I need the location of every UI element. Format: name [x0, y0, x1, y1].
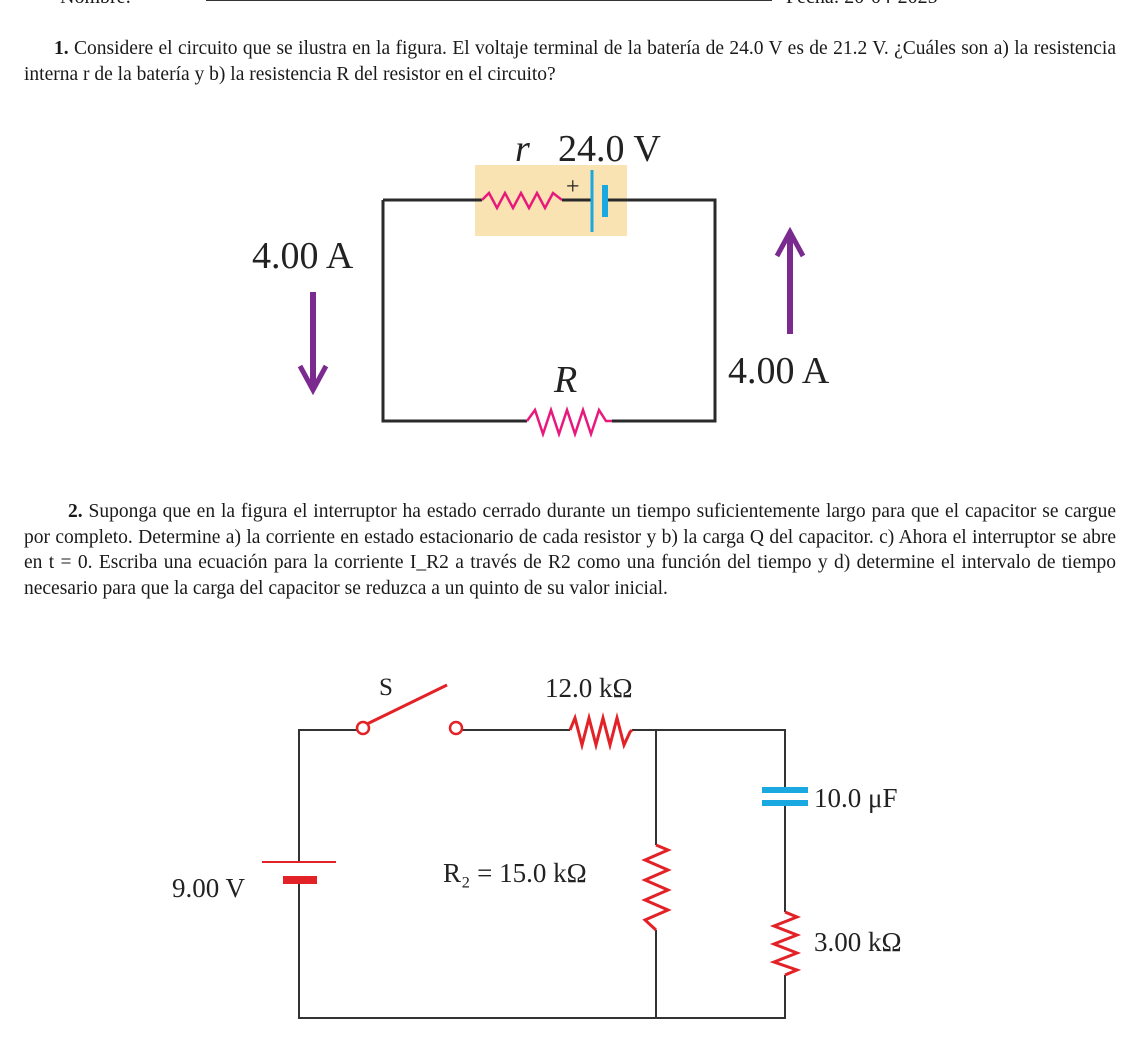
resistor-3k: [769, 910, 802, 977]
arrow-up-icon: [774, 226, 806, 334]
label-current-right: 4.00 A: [728, 350, 830, 392]
wire: [608, 198, 717, 423]
problem-1: 1. Considere el circuito que se ilustra …: [24, 36, 1116, 87]
arrow-down-icon: [297, 292, 329, 396]
date-label: Fecha: 20-04-2025: [786, 0, 938, 9]
resistor-12k: [568, 712, 634, 751]
label-emf: 24.0 V: [558, 128, 661, 170]
problem-2: 2. Suponga que en la figura el interrupt…: [24, 499, 1116, 601]
label-capacitor: 10.0 μF: [814, 783, 898, 813]
problem-2-text: Suponga que en la figura el interruptor …: [24, 501, 1117, 599]
wire: [381, 200, 527, 423]
problem-2-number: 2.: [68, 501, 83, 522]
resistor-R: [525, 406, 612, 438]
resistor-R2: [641, 843, 672, 932]
problem-1-text: Considere el circuito que se ilustra en …: [24, 38, 1117, 85]
label-r2: R₂ = 15.0 kΩ: [443, 858, 587, 888]
label-battery: 9.00 V: [172, 873, 246, 903]
figure-circuit-1: r 24.0 V + 4.00 A 4.00 A R: [252, 128, 830, 438]
name-label: Nombre:: [60, 0, 131, 9]
wire: [298, 729, 357, 862]
wire: [632, 729, 786, 790]
label-r: r: [515, 128, 530, 170]
label-plus: +: [566, 174, 580, 200]
page-header: Nombre: Fecha: 20-04-2025: [0, 0, 1138, 10]
switch-S[interactable]: [355, 683, 464, 736]
capacitor: [762, 787, 808, 806]
problem-1-number: 1.: [54, 38, 69, 59]
wire: [298, 880, 786, 1019]
battery-9v: [262, 861, 336, 884]
label-current-left: 4.00 A: [252, 235, 354, 277]
label-r3: 3.00 kΩ: [814, 927, 902, 957]
internal-resistor-r: [481, 190, 563, 211]
battery-negative-plate: [602, 185, 608, 217]
name-line: [206, 0, 772, 1]
label-r1: 12.0 kΩ: [545, 673, 633, 703]
figure-circuit-2: S 12.0 kΩ 10.0 μF 9.00 V R₂ = 15.0 kΩ 3.…: [172, 673, 902, 1019]
label-R: R: [553, 359, 577, 401]
label-switch: S: [379, 674, 393, 701]
